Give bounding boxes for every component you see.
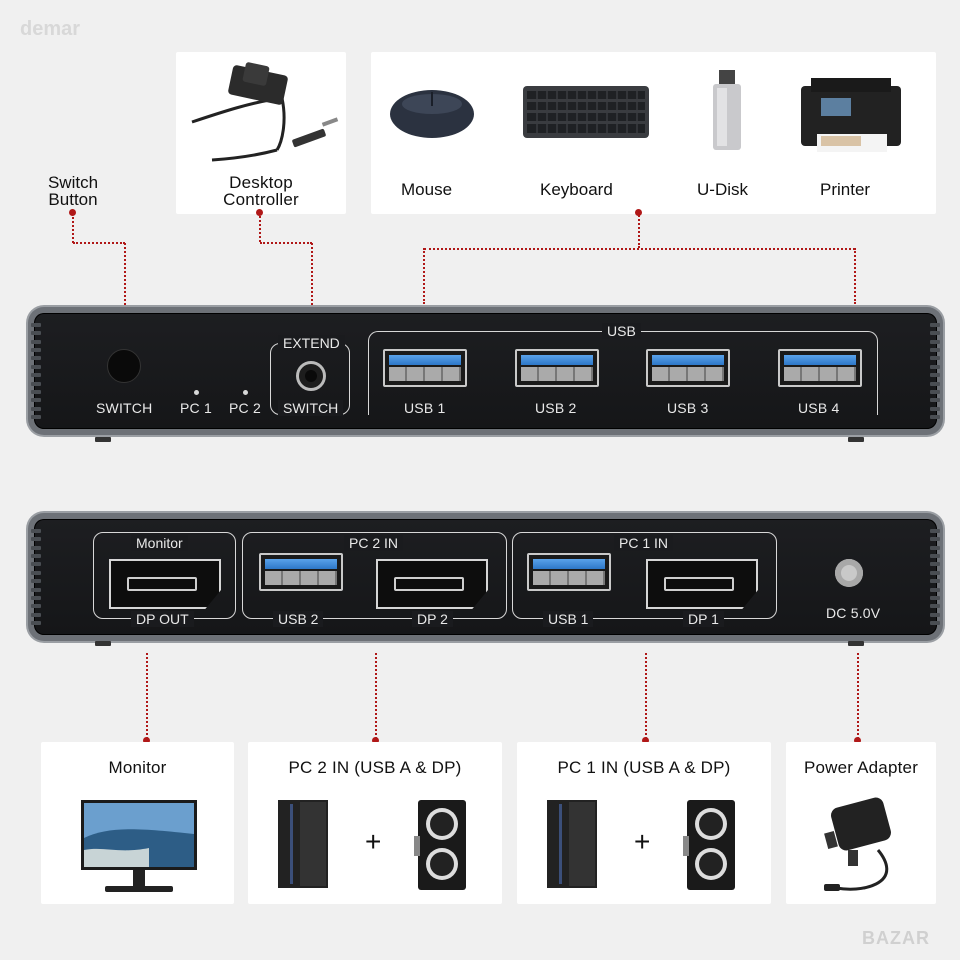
connector-pc2 (375, 653, 377, 739)
monitor-icon (81, 800, 197, 892)
kvm-front-panel: SWITCH PC 1 PC 2 EXTEND SWITCH USB USB 1… (31, 313, 940, 429)
extend-bottom-label: SWITCH (278, 400, 344, 416)
pc1-card-title: PC 1 IN (USB A & DP) (557, 758, 731, 777)
pc1-usb-port[interactable] (527, 553, 611, 591)
dc-jack[interactable] (835, 559, 863, 587)
plus-sign: + (365, 826, 382, 857)
keyboard-icon (523, 86, 649, 138)
connector-switch-h (73, 242, 125, 244)
connector-switch-v1 (72, 212, 74, 243)
mouse-icon (390, 90, 474, 138)
power-adapter-icon (824, 797, 891, 891)
peripheral-label-printer: Printer (820, 180, 871, 199)
printer-icon (801, 78, 901, 152)
usb-port-3-label: USB 3 (667, 400, 709, 416)
pc2-dp-label: DP 2 (412, 611, 453, 627)
usb-drive-icon (713, 70, 741, 150)
extend-jack[interactable] (296, 361, 326, 391)
left-grille (31, 323, 41, 419)
pc1-card: PC 1 IN (USB A & DP) + (517, 742, 771, 904)
pc2-in-label: PC 2 IN (344, 535, 404, 551)
plus-sign: + (634, 826, 651, 857)
usb-port-4-label: USB 4 (798, 400, 840, 416)
pc1-in-label: PC 1 IN (614, 535, 674, 551)
peripheral-label-keyboard: Keyboard (540, 180, 613, 199)
connector-pc1 (645, 653, 647, 739)
pc-tower-icon (278, 800, 328, 888)
desktop-controller-icon (191, 62, 339, 162)
power-adapter-card-title: Power Adapter (803, 758, 919, 777)
dc-label: DC 5.0V (826, 605, 881, 621)
pc2-card: PC 2 IN (USB A & DP) + (248, 742, 502, 904)
foot (848, 641, 864, 646)
monitor-port-label: Monitor (131, 535, 188, 551)
connector-controller-h (260, 242, 312, 244)
peripheral-label-udisk: U-Disk (697, 180, 748, 199)
connector-power (857, 653, 859, 739)
usb-port-1-label: USB 1 (404, 400, 446, 416)
switch-button[interactable] (107, 349, 141, 383)
watermark-top: demar (20, 18, 81, 40)
foot (848, 437, 864, 442)
usb-port-1[interactable] (383, 349, 467, 387)
peripherals-card: Mouse Keyboard U-Disk Printer (371, 52, 936, 214)
left-grille (31, 529, 41, 625)
connector-peripherals-vl (423, 248, 425, 304)
connector-dot (372, 737, 379, 744)
pc2-dp-port[interactable] (376, 559, 488, 609)
dp-out-label: DP OUT (131, 611, 194, 627)
peripheral-label-mouse: Mouse (401, 180, 453, 199)
dp-out-port[interactable] (109, 559, 221, 609)
connector-peripherals-vr (854, 248, 856, 304)
connector-peripherals-v1 (638, 212, 640, 248)
pc2-label: PC 2 (229, 400, 261, 416)
connector-dot (635, 209, 642, 216)
desktop-controller-card: Desktop Controller (176, 52, 346, 214)
connector-dot (69, 209, 76, 216)
usb-port-4[interactable] (778, 349, 862, 387)
connector-peripherals-h (424, 248, 855, 250)
monitor-card-title: Monitor (108, 758, 167, 777)
right-grille (930, 323, 940, 419)
usb-group-label: USB (602, 323, 641, 339)
switch-label: SWITCH (96, 400, 153, 416)
usb-port-3[interactable] (646, 349, 730, 387)
pc1-led (194, 390, 199, 395)
pc1-usb-label: USB 1 (543, 611, 594, 627)
connector-monitor (146, 653, 148, 739)
pc2-frame (242, 532, 507, 619)
power-adapter-card: Power Adapter (786, 742, 936, 904)
extend-top-label: EXTEND (278, 335, 345, 351)
graphics-card-icon (414, 800, 466, 890)
pc2-usb-port[interactable] (259, 553, 343, 591)
pc2-card-title: PC 2 IN (USB A & DP) (288, 758, 462, 777)
connector-dot (256, 209, 263, 216)
pc1-dp-port[interactable] (646, 559, 758, 609)
usb-port-2-label: USB 2 (535, 400, 577, 416)
connector-controller-v1 (259, 212, 261, 242)
pc1-dp-label: DP 1 (683, 611, 724, 627)
pc2-usb-label: USB 2 (273, 611, 324, 627)
desktop-controller-label: Desktop Controller (223, 173, 299, 209)
graphics-card-icon (683, 800, 735, 890)
watermark-bottom: BAZAR (862, 928, 930, 948)
connector-dot (854, 737, 861, 744)
foot (95, 437, 111, 442)
connector-dot (143, 737, 150, 744)
monitor-card: Monitor (41, 742, 234, 904)
usb-port-2[interactable] (515, 349, 599, 387)
pc-tower-icon (547, 800, 597, 888)
pc1-label: PC 1 (180, 400, 212, 416)
connector-switch-v2 (124, 243, 126, 305)
kvm-back-panel: Monitor DP OUT PC 2 IN USB 2 DP 2 PC 1 I… (31, 519, 940, 635)
pc1-frame (512, 532, 777, 619)
connector-controller-v2 (311, 243, 313, 305)
pc2-led (243, 390, 248, 395)
right-grille (930, 529, 940, 625)
connector-dot (642, 737, 649, 744)
switch-button-label: Switch Button (47, 173, 99, 209)
foot (95, 641, 111, 646)
